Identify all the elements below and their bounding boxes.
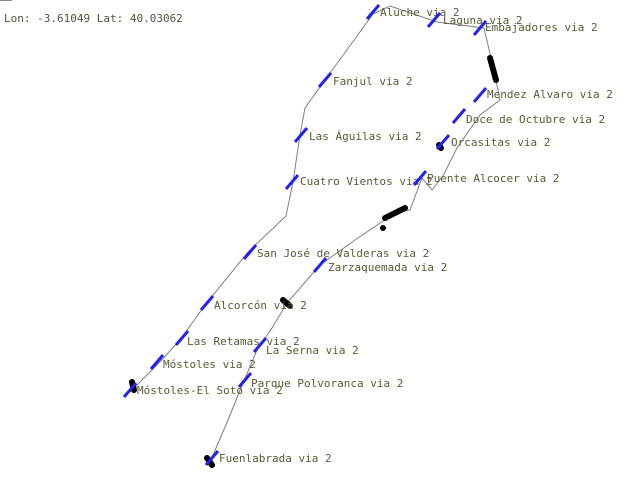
station-marker-icon[interactable]	[472, 20, 488, 36]
station-label: Mendez Alvaro via 2	[487, 88, 613, 101]
station-marker-icon[interactable]	[472, 87, 488, 103]
station-marker-icon[interactable]	[122, 382, 138, 398]
station-marker-icon[interactable]	[426, 12, 442, 28]
station-marker-icon[interactable]	[204, 450, 220, 466]
station-marker-icon[interactable]	[252, 337, 268, 353]
station-marker-icon[interactable]	[199, 295, 215, 311]
station-label: Las Águilas via 2	[309, 130, 422, 143]
station-marker-icon[interactable]	[293, 127, 309, 143]
station-label: Cuatro Vientos via 2	[300, 175, 432, 188]
station-marker-icon[interactable]	[174, 330, 190, 346]
station-marker-icon[interactable]	[242, 244, 258, 260]
station-marker-icon[interactable]	[149, 354, 165, 370]
station-marker-icon[interactable]	[317, 72, 333, 88]
station-marker-icon[interactable]	[237, 372, 253, 388]
station-label: Laguna via 2	[443, 14, 522, 27]
station-label: La Serna via 2	[266, 344, 359, 357]
train-marker[interactable]	[380, 225, 386, 231]
station-label: Las Retamas via 2	[187, 335, 300, 348]
corner-mark	[0, 0, 12, 1]
station-marker-icon[interactable]	[365, 4, 381, 20]
station-marker-icon[interactable]	[435, 134, 451, 150]
station-label: Alcorcón via 2	[214, 299, 307, 312]
train-marker[interactable]	[382, 205, 408, 221]
coordinate-readout: Lon: -3.61049 Lat: 40.03062	[4, 12, 183, 25]
station-label: Doce de Octubre via 2	[466, 113, 605, 126]
station-marker-icon[interactable]	[451, 108, 467, 124]
station-label: Zarzaquemada via 2	[328, 261, 447, 274]
station-label: Embajadores via 2	[485, 21, 598, 34]
station-label: San José de Valderas via 2	[257, 247, 429, 260]
station-marker-icon[interactable]	[312, 257, 328, 273]
station-label: Parque Polvoranca via 2	[251, 377, 403, 390]
station-label: Móstoles-El Soto via 2	[137, 384, 283, 397]
train-marker[interactable]	[487, 55, 499, 83]
station-label: Fanjul via 2	[333, 75, 412, 88]
station-marker-icon[interactable]	[284, 174, 300, 190]
station-label: Móstoles via 2	[163, 358, 256, 371]
station-marker-icon[interactable]	[412, 170, 428, 186]
station-label: Fuenlabrada via 2	[219, 452, 332, 465]
train-marker[interactable]	[280, 297, 293, 309]
station-label: Orcasitas via 2	[451, 136, 550, 149]
station-label: Puente Alcocer via 2	[427, 172, 559, 185]
